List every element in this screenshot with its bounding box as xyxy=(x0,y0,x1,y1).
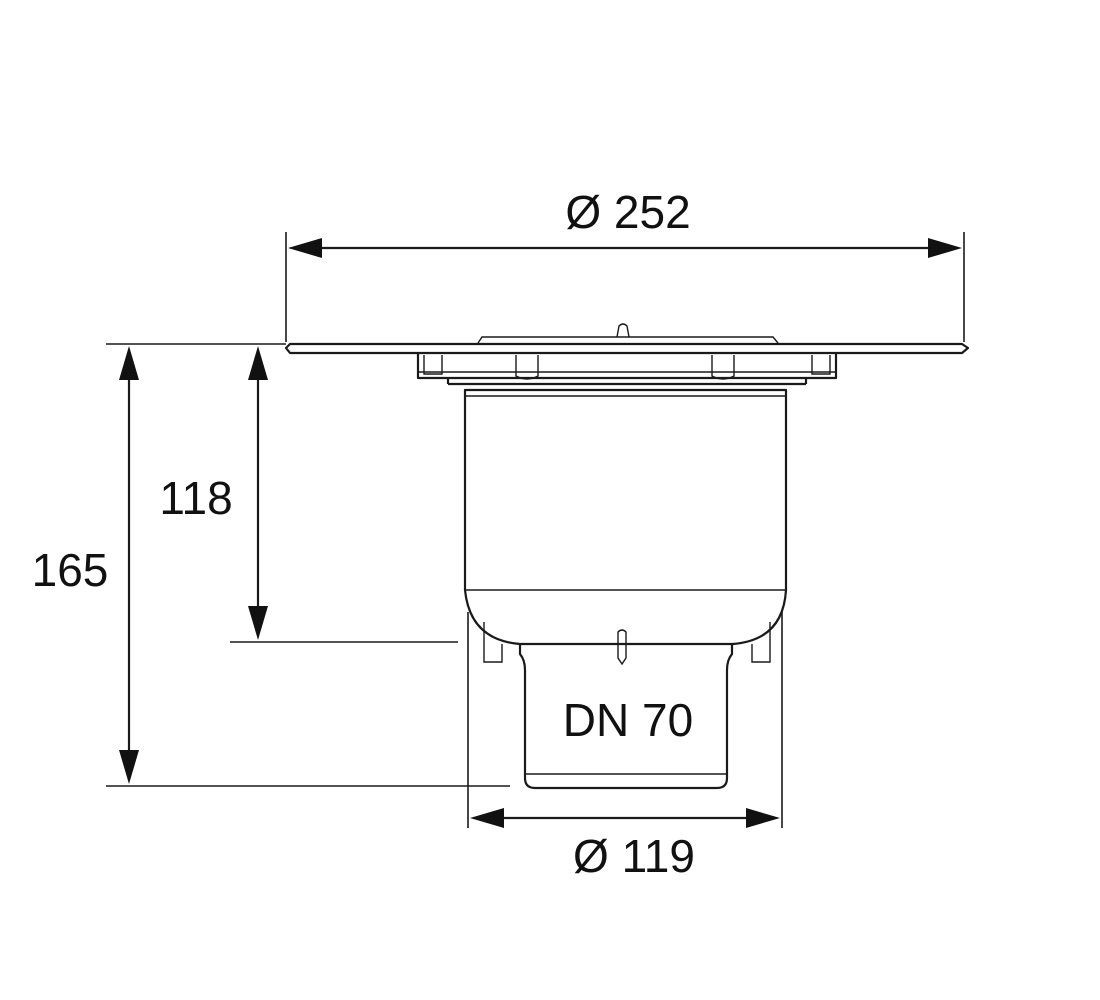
dimension-body-height: 118 xyxy=(159,346,458,643)
drain-flange xyxy=(284,323,970,386)
dimension-label-total-height: 165 xyxy=(32,544,109,596)
dimension-label-body-height: 118 xyxy=(159,472,232,524)
dimension-label-bottom-width: Ø 119 xyxy=(573,830,695,882)
arrow-up-icon xyxy=(248,346,268,380)
body-pin xyxy=(617,629,627,666)
drain-body xyxy=(463,388,788,666)
dimension-bottom-width: Ø 119 xyxy=(467,612,783,882)
outlet-label: DN 70 xyxy=(563,694,693,746)
lug-4 xyxy=(811,355,831,375)
outlet-pipe xyxy=(518,644,734,790)
grate-top xyxy=(477,336,779,344)
arrow-left-icon xyxy=(470,808,504,828)
arrow-right-icon xyxy=(746,808,780,828)
arrow-down-icon xyxy=(248,606,268,640)
arrow-down-icon xyxy=(119,750,139,784)
body-outline xyxy=(463,388,788,646)
arrow-up-icon xyxy=(119,346,139,380)
flange-plate xyxy=(284,342,970,355)
arrow-right-icon xyxy=(928,238,962,258)
dimension-top-width: Ø 252 xyxy=(285,186,965,342)
arrow-left-icon xyxy=(288,238,322,258)
support-right xyxy=(751,622,771,663)
grate-knob xyxy=(616,323,630,338)
lug-1 xyxy=(423,355,443,375)
support-left xyxy=(483,622,503,663)
drain-outlet: DN 70 xyxy=(518,644,734,790)
flange-ring xyxy=(416,353,838,380)
dimension-label-top-width: Ø 252 xyxy=(565,186,690,238)
lug-2 xyxy=(515,355,539,380)
lug-3 xyxy=(711,355,735,380)
dimension-total-height: 165 xyxy=(32,343,510,787)
